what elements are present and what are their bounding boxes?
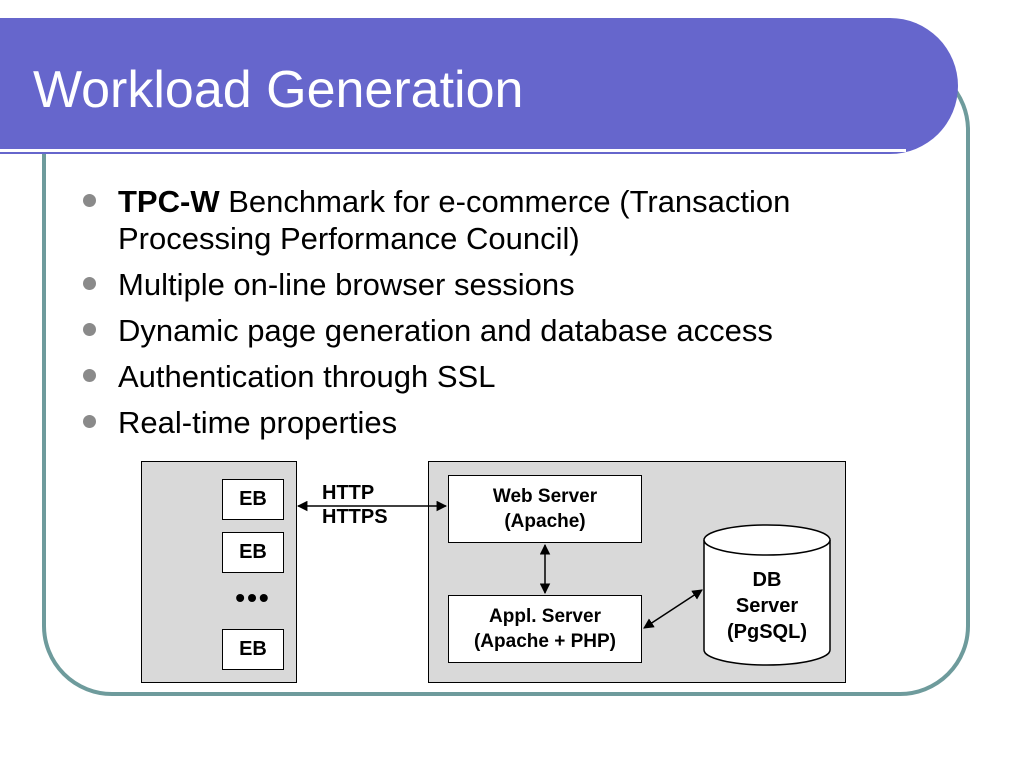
bullet-list: TPC-W Benchmark for e-commerce (Transact… xyxy=(82,183,882,450)
bullet-text: Benchmark for e-commerce (Transaction Pr… xyxy=(118,184,791,256)
protocol-http: HTTP xyxy=(322,482,375,504)
protocol-https: HTTPS xyxy=(322,506,388,528)
db-label-line: Server xyxy=(735,595,799,617)
db-label-line: DB xyxy=(752,569,782,591)
db-server-label: DB Server (PgSQL) xyxy=(704,567,830,645)
emulated-browser-box: EB xyxy=(222,629,284,670)
app-server-software: (Apache + PHP) xyxy=(473,631,616,652)
emulated-browser-box: EB xyxy=(222,532,284,573)
slide-title: Workload Generation xyxy=(33,61,524,119)
bullet-dot-icon xyxy=(83,415,96,428)
emulated-browser-box: EB xyxy=(222,479,284,520)
web-server-software: (Apache) xyxy=(504,511,586,532)
appserver-db-arrow xyxy=(643,589,703,629)
web-server-name: Web Server xyxy=(492,486,598,507)
title-bar: Workload Generation xyxy=(0,18,958,154)
bullet-text: Multiple on-line browser sessions xyxy=(118,267,575,302)
web-server-box: Web Server (Apache) xyxy=(448,475,642,543)
app-server-box: Appl. Server (Apache + PHP) xyxy=(448,595,642,663)
title-underline xyxy=(0,149,906,152)
bullet-item-realtime: Real-time properties xyxy=(82,404,882,441)
bullet-item-sessions: Multiple on-line browser sessions xyxy=(82,266,882,303)
bullet-item-tpcw: TPC-W Benchmark for e-commerce (Transact… xyxy=(82,183,882,257)
bullet-text: Authentication through SSL xyxy=(118,359,496,394)
app-server-name: Appl. Server xyxy=(489,606,601,627)
bullet-item-ssl: Authentication through SSL xyxy=(82,358,882,395)
bullet-bold-term: TPC-W xyxy=(118,184,220,219)
bullet-dot-icon xyxy=(83,323,96,336)
bullet-text: Real-time properties xyxy=(118,405,398,440)
bullet-dot-icon xyxy=(83,194,96,207)
bullet-dot-icon xyxy=(83,369,96,382)
bullet-text: Dynamic page generation and database acc… xyxy=(118,313,773,348)
bullet-item-dynamic-pages: Dynamic page generation and database acc… xyxy=(82,312,882,349)
db-label-line: (PgSQL) xyxy=(727,621,807,643)
protocol-label: HTTP HTTPS xyxy=(322,481,388,529)
database-cylinder-icon xyxy=(703,524,831,666)
bullet-dot-icon xyxy=(83,277,96,290)
more-browsers-ellipsis: ••• xyxy=(235,582,271,613)
